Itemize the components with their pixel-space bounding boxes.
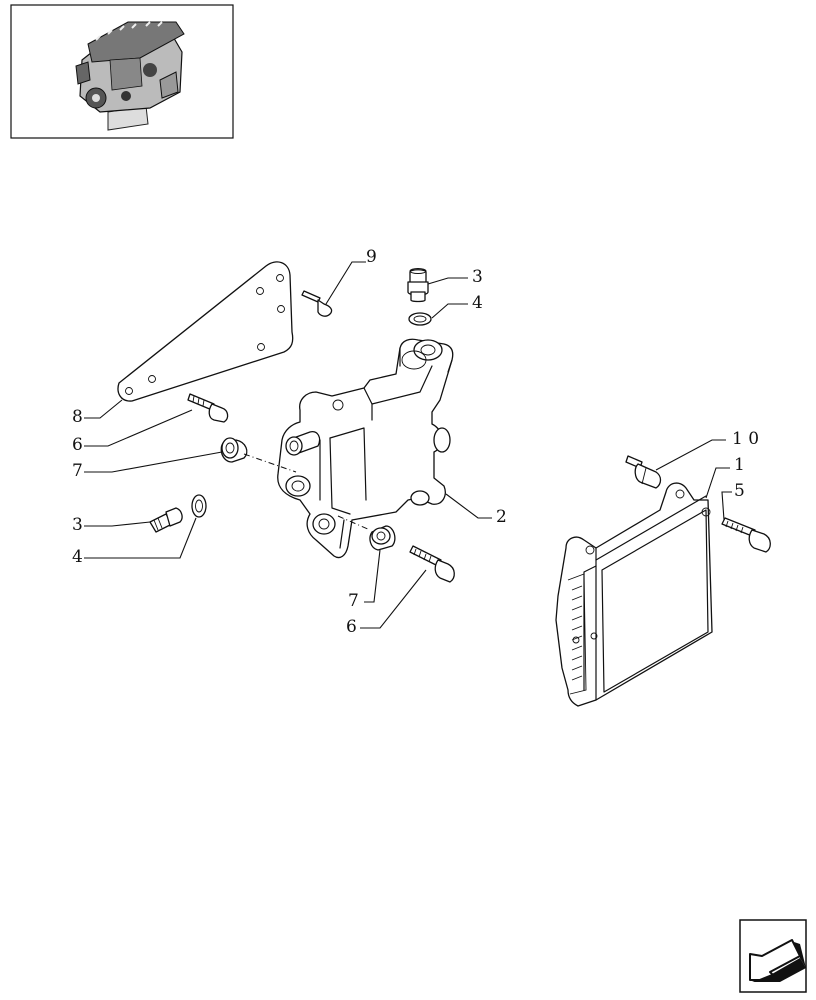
part-8-bracket: [117, 261, 294, 402]
label-1: 1: [734, 455, 745, 475]
label-6-lower: 6: [346, 617, 357, 637]
label-3-top: 3: [472, 267, 483, 287]
axis-centerline-2: [337, 515, 371, 531]
label-6-upper: 6: [72, 435, 83, 455]
axis-centerline: [243, 453, 297, 473]
part-2-housing: [277, 338, 454, 559]
part-10-stud: [625, 455, 662, 489]
label-8: 8: [72, 407, 83, 427]
nav-arrow-button[interactable]: [739, 919, 807, 993]
label-9: 9: [366, 247, 377, 267]
label-7-upper: 7: [72, 461, 83, 481]
arrow-down-left-icon: [749, 939, 806, 982]
part-3-fitting-lower: [149, 507, 183, 533]
part-6-bolt-upper: [187, 393, 229, 423]
part-4-washer-lower: [191, 494, 207, 518]
leader-lines: [84, 261, 732, 629]
part-7-bushing-lower: [369, 525, 396, 551]
part-5-bolt: [721, 517, 771, 553]
label-5: 5: [734, 481, 745, 501]
part-4-washer-top: [408, 312, 432, 326]
part-1-ecu: [555, 482, 713, 707]
callout-labels: 9 3 4 8 6 7 3 4 2 7 6 1 0 1 5: [72, 247, 759, 637]
engine-thumbnail-icon: [75, 21, 185, 131]
part-6-bolt-lower: [409, 545, 455, 583]
label-2: 2: [496, 507, 507, 527]
part-7-bushing-upper: [220, 437, 248, 463]
part-9-bolt: [301, 290, 333, 317]
label-7-lower: 7: [348, 591, 359, 611]
label-4-top: 4: [472, 293, 483, 313]
label-4-lower: 4: [72, 547, 83, 567]
part-3-fitting-top: [407, 268, 429, 303]
engine-thumbnail[interactable]: [10, 4, 234, 139]
label-10: 1 0: [732, 429, 759, 449]
label-3-lower: 3: [72, 515, 83, 535]
